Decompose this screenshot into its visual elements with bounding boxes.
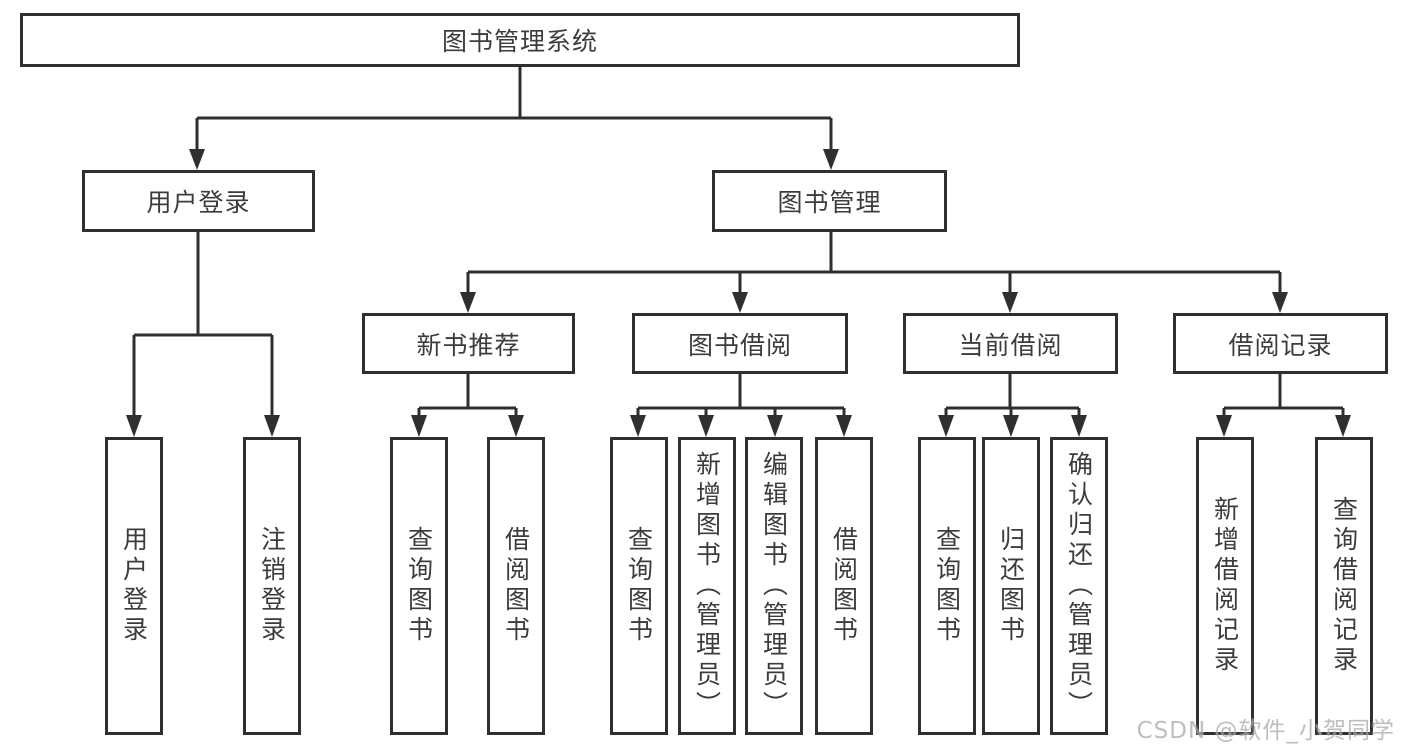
node-book-borrow-label: 图书借阅: [687, 330, 792, 360]
leaf-current-return-books: 归还图书: [982, 437, 1040, 735]
leaf-borrow-query-books-label: 查询图书: [624, 526, 654, 646]
node-book-management: 图书管理: [712, 170, 947, 232]
leaf-records-add-record-label: 新增借阅记录: [1210, 496, 1240, 676]
leaf-newrec-query-books-label: 查询图书: [404, 526, 434, 646]
node-book-management-system: 图书管理系统: [20, 13, 1020, 67]
node-book-management-label: 图书管理: [777, 188, 882, 217]
leaf-current-return-books-label: 归还图书: [996, 526, 1026, 646]
leaf-borrow-add-books-admin: 新增图书（管理员）: [678, 437, 736, 735]
leaf-borrow-edit-books-admin: 编辑图书（管理员）: [745, 437, 803, 735]
leaf-borrow-borrow-books: 借阅图书: [815, 437, 873, 735]
leaf-borrow-add-books-admin-label: 新增图书（管理员）: [692, 451, 722, 721]
leaf-borrow-query-books: 查询图书: [610, 437, 668, 735]
leaf-borrow-borrow-books-label: 借阅图书: [829, 526, 859, 646]
node-book-management-system-label: 图书管理系统: [441, 27, 598, 56]
leaf-logout: 注销登录: [243, 437, 301, 735]
node-borrow-records: 借阅记录: [1173, 313, 1388, 374]
leaf-records-add-record: 新增借阅记录: [1196, 437, 1254, 735]
node-new-book-recommend: 新书推荐: [362, 313, 575, 374]
leaf-records-query-record-label: 查询借阅记录: [1329, 496, 1359, 676]
node-new-book-recommend-label: 新书推荐: [416, 330, 521, 360]
node-book-borrow: 图书借阅: [632, 313, 848, 374]
leaf-newrec-borrow-books: 借阅图书: [487, 437, 545, 735]
leaf-current-query-books: 查询图书: [918, 437, 976, 735]
leaf-logout-label: 注销登录: [257, 526, 287, 646]
leaf-borrow-edit-books-admin-label: 编辑图书（管理员）: [759, 451, 789, 721]
leaf-user-login-label: 用户登录: [119, 526, 149, 646]
leaf-newrec-borrow-books-label: 借阅图书: [501, 526, 531, 646]
node-user-login: 用户登录: [82, 170, 315, 232]
leaf-current-confirm-return-admin: 确认归还（管理员）: [1050, 437, 1108, 735]
leaf-user-login: 用户登录: [105, 437, 163, 735]
leaf-current-confirm-return-admin-label: 确认归还（管理员）: [1064, 451, 1094, 721]
node-current-borrow: 当前借阅: [903, 313, 1118, 374]
leaf-newrec-query-books: 查询图书: [390, 437, 448, 735]
node-current-borrow-label: 当前借阅: [958, 330, 1063, 360]
node-borrow-records-label: 借阅记录: [1228, 330, 1333, 360]
node-user-login-label: 用户登录: [146, 188, 251, 217]
leaf-current-query-books-label: 查询图书: [932, 526, 962, 646]
leaf-records-query-record: 查询借阅记录: [1315, 437, 1373, 735]
watermark: CSDN @软件_小贺同学: [1136, 718, 1395, 744]
